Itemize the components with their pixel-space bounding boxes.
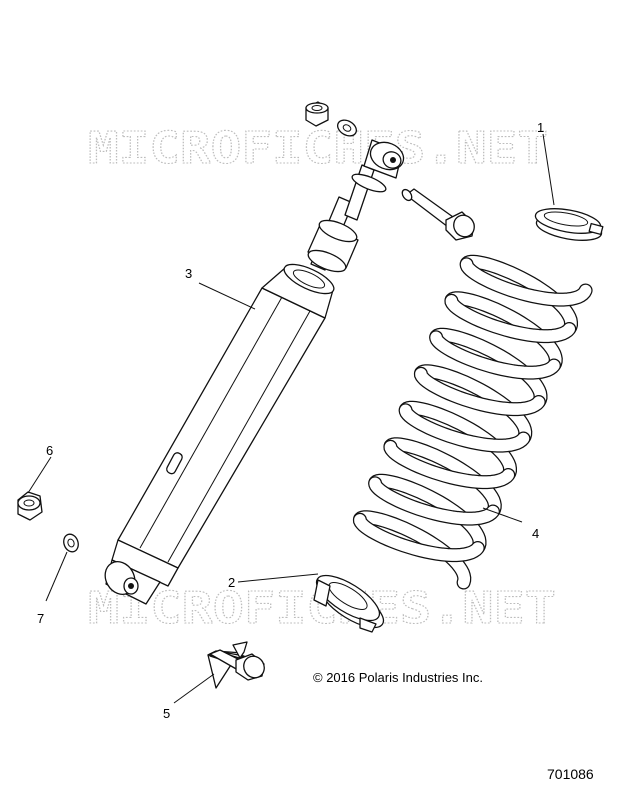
shock-absorber xyxy=(104,139,405,605)
copyright-notice: © 2016 Polaris Industries Inc. xyxy=(313,670,483,685)
upper-bolt xyxy=(401,188,475,241)
callout-4: 4 xyxy=(532,526,539,541)
callout-7: 7 xyxy=(37,611,44,626)
lower-nut xyxy=(17,491,43,521)
figure-number: 701086 xyxy=(547,766,594,782)
spring-retainer-top xyxy=(534,208,604,241)
callout-5: 5 xyxy=(163,706,170,721)
lower-bolt xyxy=(207,641,265,689)
callout-1: 1 xyxy=(537,120,544,135)
callout-2: 2 xyxy=(228,575,235,590)
callout-6: 6 xyxy=(46,443,53,458)
watermark-top: MICROFICHES.NET xyxy=(88,123,548,174)
upper-nut xyxy=(305,101,329,127)
leader-lines xyxy=(27,133,555,704)
upper-washer xyxy=(337,119,357,137)
lower-washer xyxy=(63,533,79,553)
lower-spring-seat xyxy=(313,574,385,633)
callout-3: 3 xyxy=(185,266,192,281)
coil-spring xyxy=(352,254,593,590)
